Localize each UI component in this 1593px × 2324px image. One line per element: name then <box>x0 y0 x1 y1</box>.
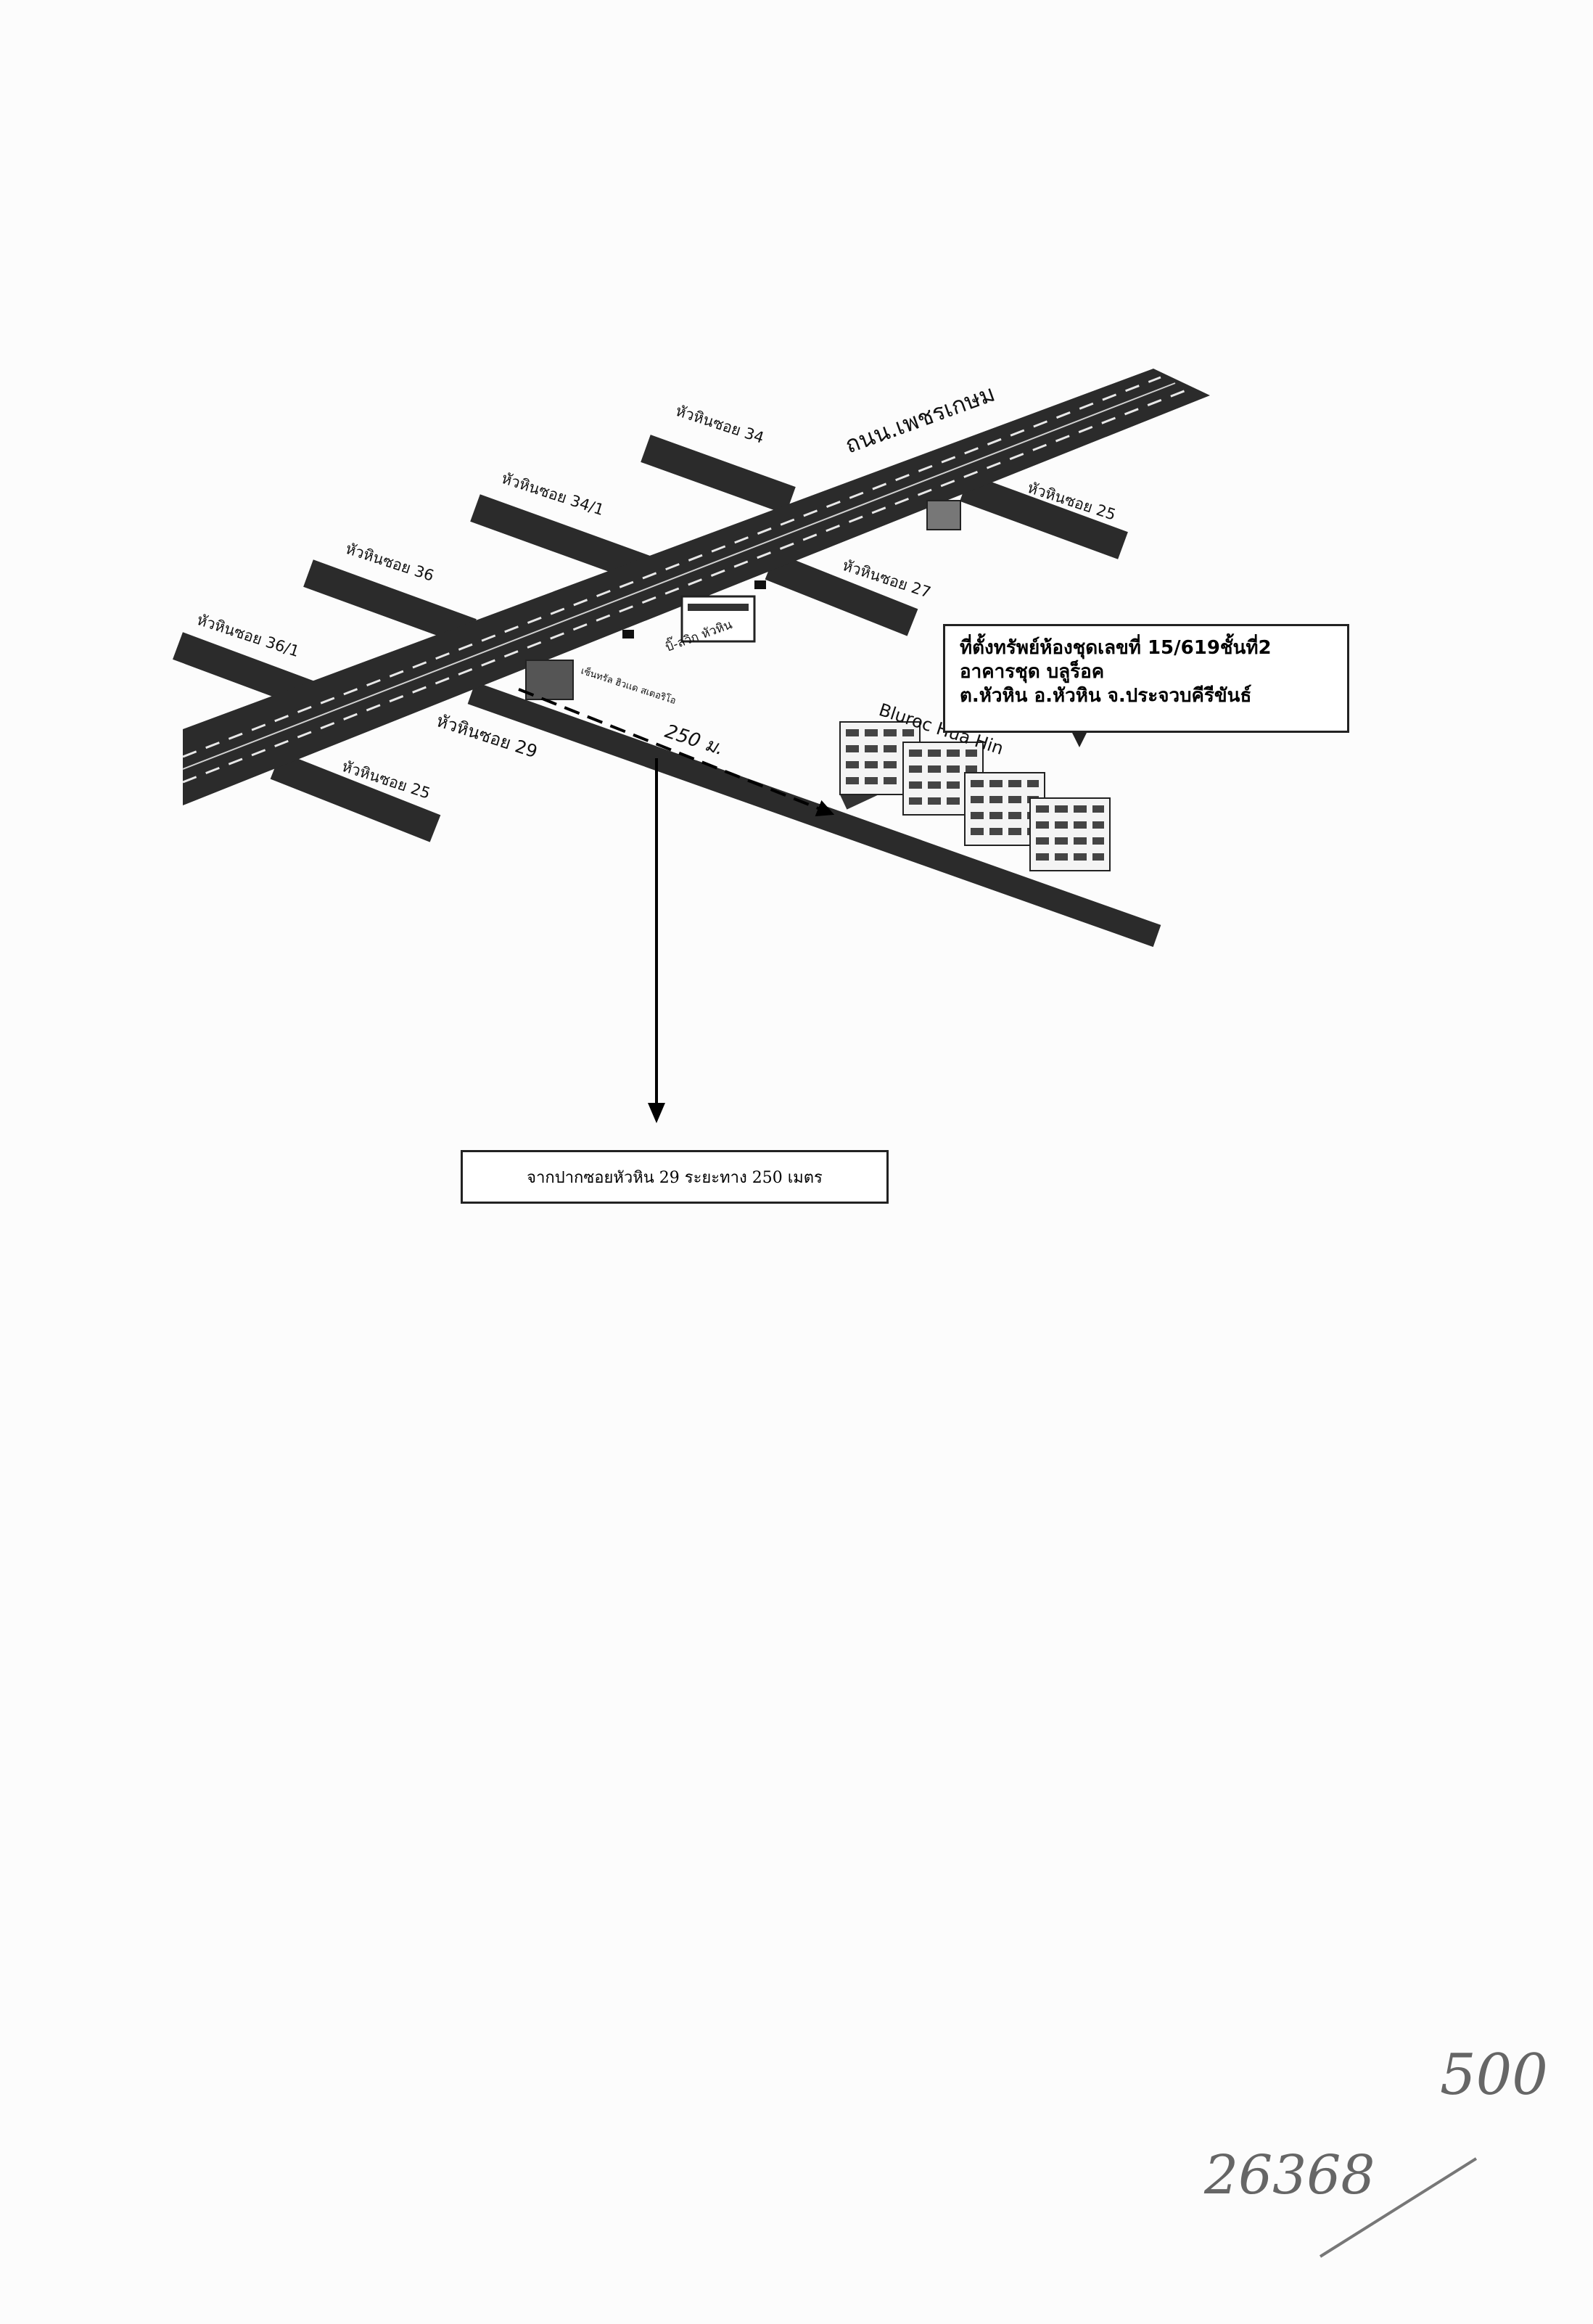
label-soi-34: หัวหินซอย 34 <box>673 402 766 447</box>
property-line-3: ต.หัวหิน อ.หัวหิน จ.ประจวบคีรีขันธ์ <box>960 685 1252 707</box>
road-soi-34 <box>641 435 796 514</box>
road-soi-36 <box>303 559 477 646</box>
label-hotel: เซ็นทรัล ฮิวเเด สเตอริโอ <box>580 664 678 707</box>
handwritten-number-bottom: 26368 <box>1204 2144 1375 2206</box>
side-roads <box>173 435 1161 948</box>
direction-text: จากปากซอยหัวหิน 29 ระยะทาง 250 เมตร <box>527 1168 823 1187</box>
road-soi-25-north <box>960 474 1128 559</box>
road-soi-34-1 <box>470 494 651 583</box>
direction-arrow <box>648 758 665 1123</box>
road-soi-29 <box>467 681 1161 948</box>
property-line-1: ที่ตั้งทรัพย์ห้องชุดเลขที่ 15/619ชั้นที่… <box>960 637 1272 659</box>
handwritten-number-top: 500 <box>1440 2042 1548 2108</box>
property-line-2: อาคารชุด บลูร็อค <box>960 661 1105 683</box>
route-dashed-arrow <box>518 688 835 817</box>
direction-box: จากปากซอยหัวหิน 29 ระยะทาง 250 เมตร <box>461 1150 889 1204</box>
road-soi-27 <box>765 552 918 636</box>
callout-pointer <box>1072 733 1087 747</box>
road-soi-25 <box>270 752 441 842</box>
handwritten-stroke <box>1319 2157 1478 2258</box>
property-location-box: ที่ตั้งทรัพย์ห้องชุดเลขที่ 15/619ชั้นที่… <box>943 624 1349 733</box>
main-road <box>182 369 1210 805</box>
